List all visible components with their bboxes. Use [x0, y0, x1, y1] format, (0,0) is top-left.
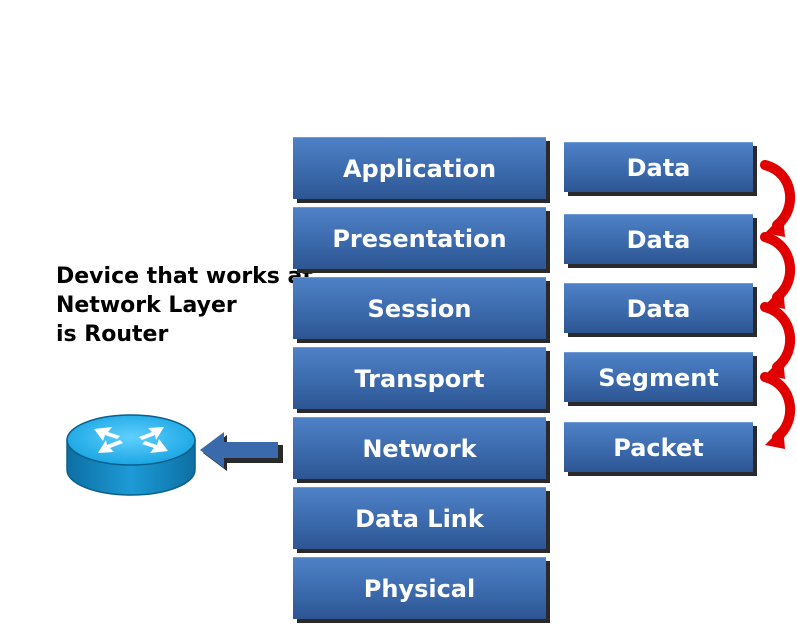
flow-arrows: [760, 160, 796, 449]
pdu-label: Data: [626, 153, 691, 182]
pdu-label: Segment: [598, 363, 719, 392]
layer-application: Application: [293, 137, 546, 199]
layer-label: Physical: [363, 574, 476, 603]
layer-physical: Physical: [293, 557, 546, 619]
curved-down-arrow-icon: [760, 372, 796, 449]
layer-data-link: Data Link: [293, 487, 546, 549]
layer-label: Transport: [354, 364, 485, 393]
layer-label: Session: [367, 294, 472, 323]
layer-label: Data Link: [355, 504, 484, 533]
pdu-label: Packet: [613, 433, 704, 462]
layer-label: Application: [342, 154, 497, 183]
curved-down-arrow-icon: [760, 302, 796, 379]
layer-label: Network: [362, 434, 477, 463]
pdu-data-session: Data: [564, 283, 753, 333]
caption: Device that works at Network Layer is Ro…: [56, 262, 313, 349]
curved-down-arrow-icon: [760, 160, 796, 237]
layer-transport: Transport: [293, 347, 546, 409]
layer-presentation: Presentation: [293, 207, 546, 269]
curved-down-arrow-icon: [760, 232, 796, 309]
pdu-packet: Packet: [564, 422, 753, 472]
layer-label: Presentation: [332, 224, 507, 253]
caption-line-2: Network Layer: [56, 293, 237, 318]
pdu-label: Data: [626, 294, 691, 323]
left-arrow-icon: [200, 432, 283, 471]
router-icon: [66, 414, 196, 496]
caption-line-1: Device that works at: [56, 264, 313, 289]
pdu-data-application: Data: [564, 142, 753, 192]
pdu-label: Data: [626, 225, 691, 254]
pdu-data-presentation: Data: [564, 214, 753, 264]
layer-session: Session: [293, 277, 546, 339]
pdu-segment: Segment: [564, 352, 753, 402]
layer-network: Network: [293, 417, 546, 479]
caption-line-3: is Router: [56, 322, 169, 347]
